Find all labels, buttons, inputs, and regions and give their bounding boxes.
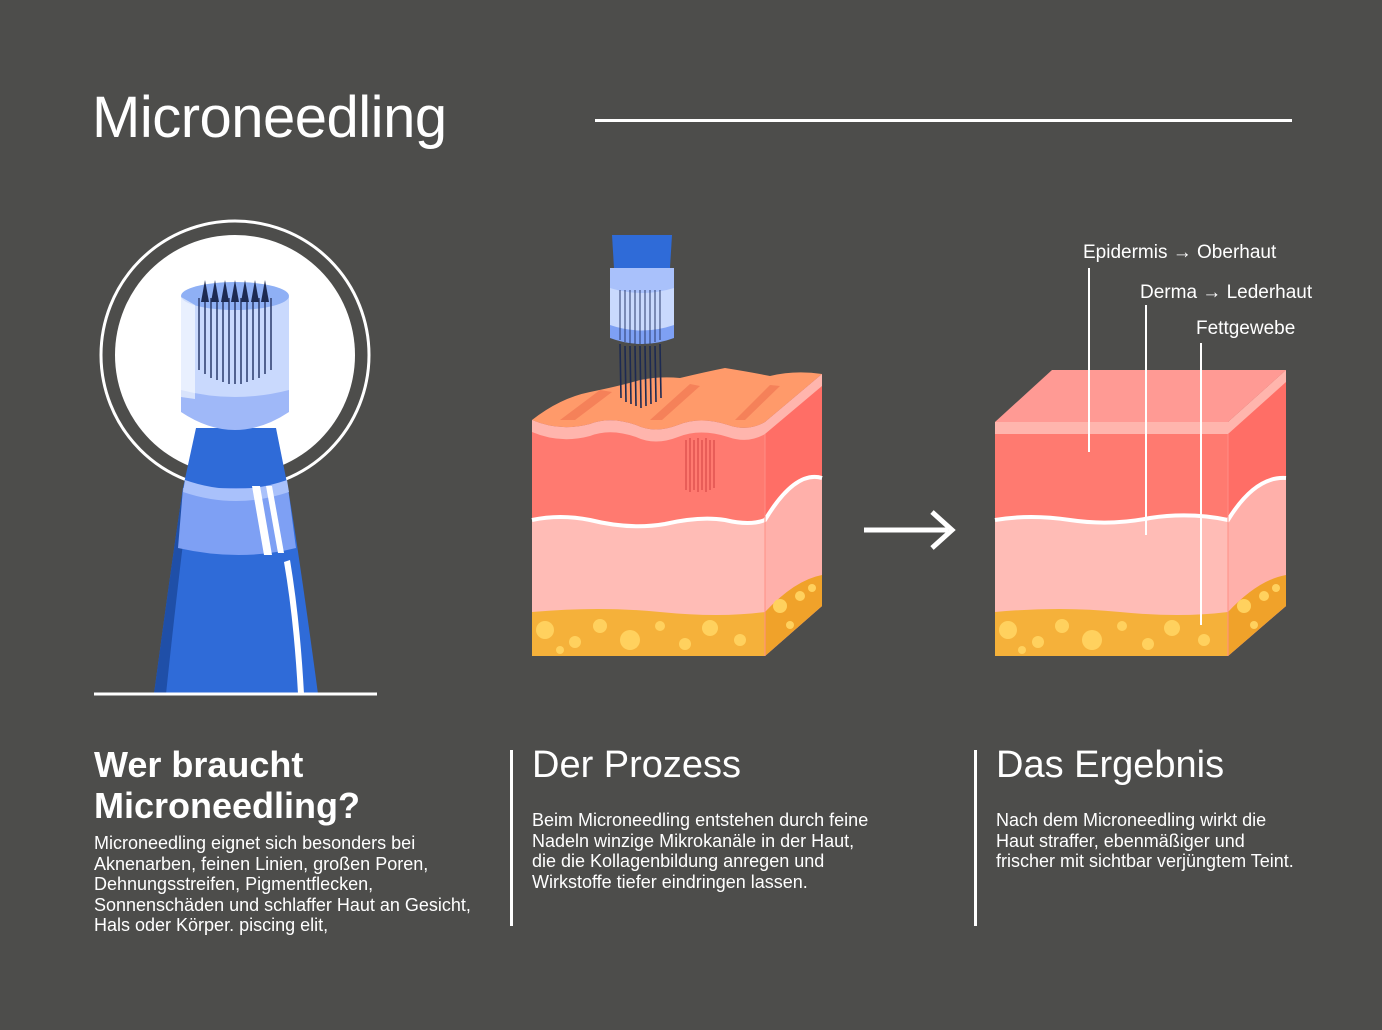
column-divider bbox=[510, 750, 513, 926]
result-heading: Das Ergebnis bbox=[996, 744, 1225, 786]
title-divider bbox=[595, 119, 1292, 122]
process-description: Beim Microneedling entstehen durch feine… bbox=[532, 810, 869, 892]
skin-block-process-icon bbox=[531, 368, 823, 656]
result-description: Nach dem Microneedling wirkt die Haut st… bbox=[996, 810, 1294, 871]
column-divider bbox=[974, 750, 977, 926]
label-derma: Derma → Lederhaut bbox=[1140, 282, 1313, 303]
who-description: Microneedling eignet sich besonders bei … bbox=[94, 833, 471, 935]
process-heading: Der Prozess bbox=[532, 744, 742, 786]
who-heading: Wer braucht Microneedling? bbox=[94, 744, 361, 826]
label-fat: Fettgewebe bbox=[1196, 318, 1296, 339]
microneedling-pen-icon bbox=[94, 219, 377, 696]
page-title: Microneedling bbox=[92, 85, 447, 150]
skin-block-result-icon bbox=[994, 268, 1287, 656]
pen-tip-icon bbox=[610, 235, 674, 409]
label-epidermis: Epidermis → Oberhaut bbox=[1083, 242, 1277, 263]
arrow-right-icon bbox=[864, 510, 956, 550]
